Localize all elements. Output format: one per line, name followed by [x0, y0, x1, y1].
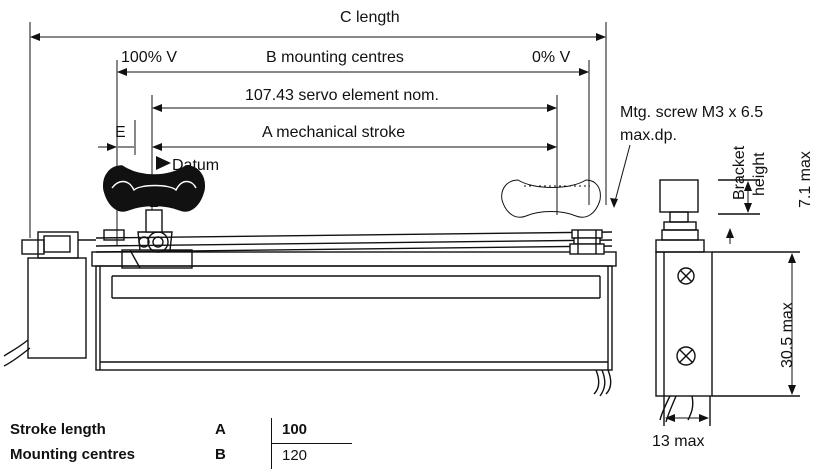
row-label: Stroke length	[10, 418, 215, 444]
row-value: 120	[272, 444, 353, 469]
end-view-dimensions	[666, 182, 792, 418]
a-stroke-label: A mechanical stroke	[262, 124, 405, 141]
row-value: 100	[272, 418, 353, 444]
servo-element-label: 107.43 servo element nom.	[245, 87, 439, 104]
c-length-label: C length	[340, 9, 400, 26]
dim-30-5-label: 30.5 max	[779, 302, 796, 368]
v100-label: 100% V	[121, 49, 177, 66]
table-row: Stroke length A 100	[10, 418, 352, 444]
datum-arrow-icon	[156, 156, 171, 170]
slider-knob-ghost	[502, 180, 601, 217]
spec-table: Stroke length A 100 Mounting centres B 1…	[10, 418, 352, 469]
dim-7-1-label: 7.1 max	[797, 151, 814, 208]
v0-label: 0% V	[532, 49, 571, 66]
e-label: E	[115, 124, 126, 141]
row-symbol: A	[215, 418, 272, 444]
mtg-screw-label-line1: Mtg. screw M3 x 6.5	[620, 104, 763, 121]
mounting-screw	[570, 230, 604, 254]
bracket-label-line2: height	[751, 152, 768, 196]
mtg-screw-label-line2: max.dp.	[620, 127, 677, 144]
table-row: Mounting centres B 120	[10, 444, 352, 469]
row-symbol: B	[215, 444, 272, 469]
potentiometer-side-view	[4, 230, 616, 396]
mtg-screw-leader	[614, 145, 630, 205]
row-label: Mounting centres	[10, 444, 215, 469]
bracket-label-line1: Bracket	[731, 145, 748, 200]
b-mounting-centres-label: B mounting centres	[266, 49, 404, 66]
dim-13-label: 13 max	[652, 433, 704, 450]
